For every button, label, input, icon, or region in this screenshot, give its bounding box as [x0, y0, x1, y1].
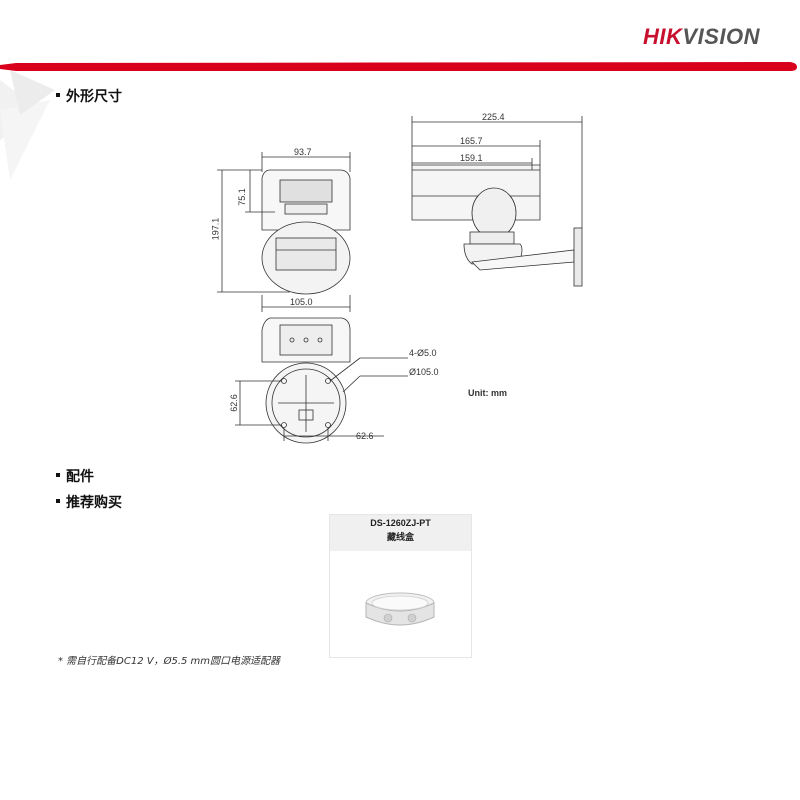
section-dimensions: 外形尺寸	[56, 86, 122, 106]
dim-hole-y: 62.6	[228, 394, 239, 412]
header-red-bar	[0, 62, 797, 71]
bullet	[56, 93, 60, 97]
accessory-card: DS-1260ZJ-PT 藏线盒	[329, 514, 472, 658]
front-view	[261, 169, 351, 295]
bottom-view	[261, 317, 351, 444]
dim-holes: 4-Ø5.0	[409, 348, 437, 358]
dim-side-short: 159.1	[460, 153, 483, 163]
accessory-name: 藏线盒	[386, 533, 414, 543]
section-recommended: 推荐购买	[56, 492, 122, 512]
dim-total-height: 197.1	[210, 217, 221, 241]
section-accessories: 配件	[56, 466, 94, 486]
accessory-model: DS-1260ZJ-PT	[370, 518, 431, 528]
decorative-triangles	[0, 70, 55, 180]
dimension-drawing	[217, 116, 583, 444]
hikvision-logo: HIKVISION	[643, 24, 760, 49]
side-view	[411, 164, 583, 287]
dim-side-total: 225.4	[482, 112, 505, 122]
dim-side-mid: 165.7	[460, 136, 483, 146]
accessory-card-header: DS-1260ZJ-PT 藏线盒	[330, 515, 471, 551]
bullet	[56, 473, 60, 477]
dim-base-width: 105.0	[290, 297, 313, 307]
junction-box-image	[365, 592, 435, 626]
dim-hole-x: 62.6	[356, 431, 374, 441]
dim-front-width: 93.7	[294, 147, 312, 157]
dim-front-height: 75.1	[236, 188, 247, 206]
unit-label: Unit: mm	[468, 388, 507, 398]
bullet	[56, 499, 60, 503]
power-note: * 需自行配备DC12 V，Ø5.5 mm圆口电源适配器	[58, 656, 281, 667]
dim-base-diameter: Ø105.0	[409, 367, 439, 377]
